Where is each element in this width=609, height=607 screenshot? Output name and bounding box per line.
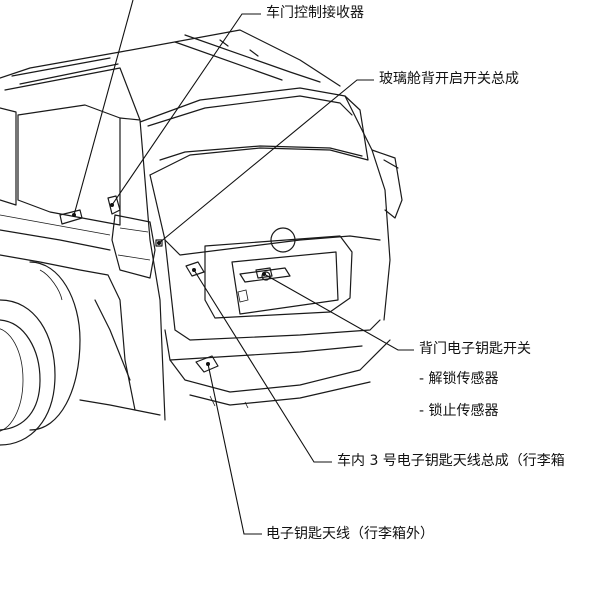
label-lock-sensor: - 锁止传感器: [419, 403, 499, 419]
antenna-no3-part: [185, 261, 205, 277]
glass-switch-part: [155, 239, 163, 247]
leader-glass-switch: [158, 79, 374, 244]
label-glass-switch: 玻璃舱背开启开关总成: [379, 71, 519, 87]
leader-receiver: [111, 13, 261, 206]
key-switch-part: [255, 267, 273, 279]
label-antenna-outside: 电子钥匙天线（行李箱外）: [266, 526, 434, 542]
label-back-door-key-switch: 背门电子钥匙开关: [419, 341, 531, 357]
leader-antenna-no3: [193, 269, 332, 463]
receiver-unit: [107, 195, 121, 215]
label-antenna-no3: 车内 3 号电子钥匙天线总成（行李箱: [337, 453, 565, 469]
label-unlock-sensor: - 解锁传感器: [419, 371, 499, 387]
leader-lines: [72, 0, 414, 535]
antenna-outside-part: [195, 355, 219, 373]
leader-antenna-outside: [207, 363, 262, 535]
components: [59, 195, 273, 373]
vehicle-body: [0, 29, 403, 446]
leader-key-switch: [263, 273, 414, 351]
control-receiver-part: [59, 209, 83, 225]
leader-top-left: [73, 0, 134, 216]
label-receiver: 车门控制接收器: [266, 5, 364, 21]
